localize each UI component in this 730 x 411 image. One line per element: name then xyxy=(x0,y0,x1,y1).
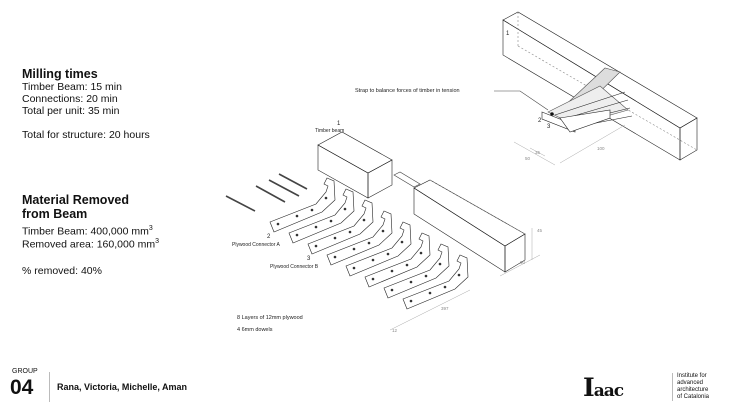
timber-beam-exploded xyxy=(317,131,526,273)
group-members: Rana, Victoria, Michelle, Aman xyxy=(57,382,188,392)
dim-100: 100 xyxy=(597,146,605,151)
strap xyxy=(541,67,633,133)
part-number-2: 2 xyxy=(267,234,271,240)
logo-divider xyxy=(672,373,673,401)
connector-b-label: Plywood Connector B xyxy=(270,264,319,270)
plywood-connector-layer xyxy=(364,232,431,288)
plywood-connector-layer xyxy=(402,254,469,310)
dim-12: 12 xyxy=(392,328,398,333)
part-number-1: 1 xyxy=(337,121,341,127)
milling-total-structure: Total for structure: 20 hours xyxy=(22,129,150,141)
plywood-connector-layer xyxy=(269,177,336,233)
plywood-connector-layer xyxy=(383,243,450,299)
milling-beam: Timber Beam: 15 min xyxy=(22,81,122,93)
material-beam: Timber Beam: 400,000 mm3 xyxy=(22,225,153,238)
dimension-lines-top xyxy=(513,124,626,166)
material-percent: % removed: 40% xyxy=(22,265,102,277)
strap-label: Strap to balance forces of timber in ten… xyxy=(355,88,460,94)
assembled-beam xyxy=(502,11,698,161)
material-title-2: from Beam xyxy=(22,207,88,221)
part-number-2-top: 2 xyxy=(538,118,542,124)
timber-beam-label: Timber beam xyxy=(315,128,345,134)
group-number: 04 xyxy=(10,376,34,399)
milling-connections: Connections: 20 min xyxy=(22,93,118,105)
plywood-connector-layer xyxy=(288,188,355,244)
group-label: GROUP xyxy=(12,368,38,375)
dowels-label: 4 6mm dowels xyxy=(237,327,273,333)
material-title-1: Material Removed xyxy=(22,193,129,207)
dim-45: 45 xyxy=(537,228,543,233)
plywood-connectors xyxy=(269,177,469,310)
footer-divider xyxy=(49,372,50,402)
part-number-3-top: 3 xyxy=(547,124,551,130)
part-number-1-top: 1 xyxy=(506,31,510,37)
material-area: Removed area: 160,000 mm3 xyxy=(22,238,159,251)
dim-397: 397 xyxy=(441,306,449,311)
dim-35: 35 xyxy=(535,150,541,155)
plywood-connector-layer xyxy=(326,210,393,266)
dim-50: 50 xyxy=(525,156,531,161)
iaac-logo: Iaac xyxy=(583,373,624,402)
dim-90: 90 xyxy=(520,260,526,265)
milling-title: Milling times xyxy=(22,67,98,81)
strap-leader-line xyxy=(494,90,549,111)
part-number-3: 3 xyxy=(307,256,311,262)
milling-total-unit: Total per unit: 35 min xyxy=(22,105,120,117)
dimension-lines-bottom xyxy=(389,228,541,331)
plywood-connector-layer xyxy=(307,199,374,255)
layers-label: 8 Layers of 12mm plywood xyxy=(237,315,303,321)
plywood-connector-layer xyxy=(345,221,412,277)
dowels xyxy=(225,173,308,212)
connector-a-label: Plywood Connector A xyxy=(232,242,280,248)
